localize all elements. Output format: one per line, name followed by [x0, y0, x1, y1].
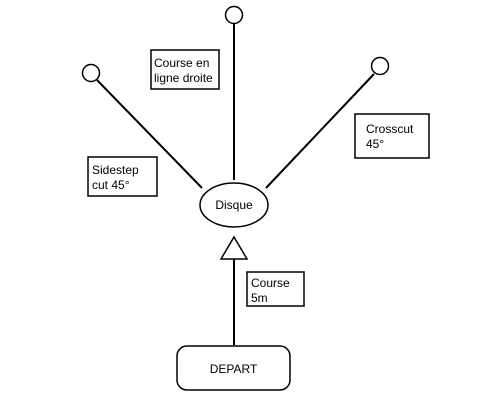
depart-label: DEPART	[210, 362, 258, 376]
label-course-ligne-droite-line2: ligne droite	[154, 71, 213, 85]
label-box-course-ligne-droite	[150, 49, 220, 90]
label-sidestep-line2: cut 45°	[92, 178, 130, 192]
endpoint-sidestep	[81, 63, 101, 83]
label-box-course-5m	[246, 271, 305, 307]
endpoint-straight-run	[224, 5, 244, 25]
arrow-head-up	[219, 235, 249, 260]
label-box-sidestep	[87, 156, 158, 197]
label-box-crosscut	[354, 113, 430, 159]
disque-label: Disque	[215, 198, 253, 212]
endpoint-crosscut	[370, 56, 390, 76]
label-course-ligne-droite-line1: Course en	[154, 56, 209, 70]
label-sidestep-line1: Sidestep	[92, 163, 139, 177]
label-course-5m-line2: 5m	[251, 291, 268, 305]
label-crosscut-line1: Crosscut	[366, 122, 414, 136]
depart-node	[176, 345, 291, 391]
edge-disque-to-sidestep	[96, 79, 203, 189]
edge-disque-to-crosscut	[265, 73, 375, 189]
label-course-5m-line1: Course	[251, 276, 290, 290]
disque-node	[199, 182, 269, 228]
label-crosscut-line2: 45°	[366, 137, 384, 151]
